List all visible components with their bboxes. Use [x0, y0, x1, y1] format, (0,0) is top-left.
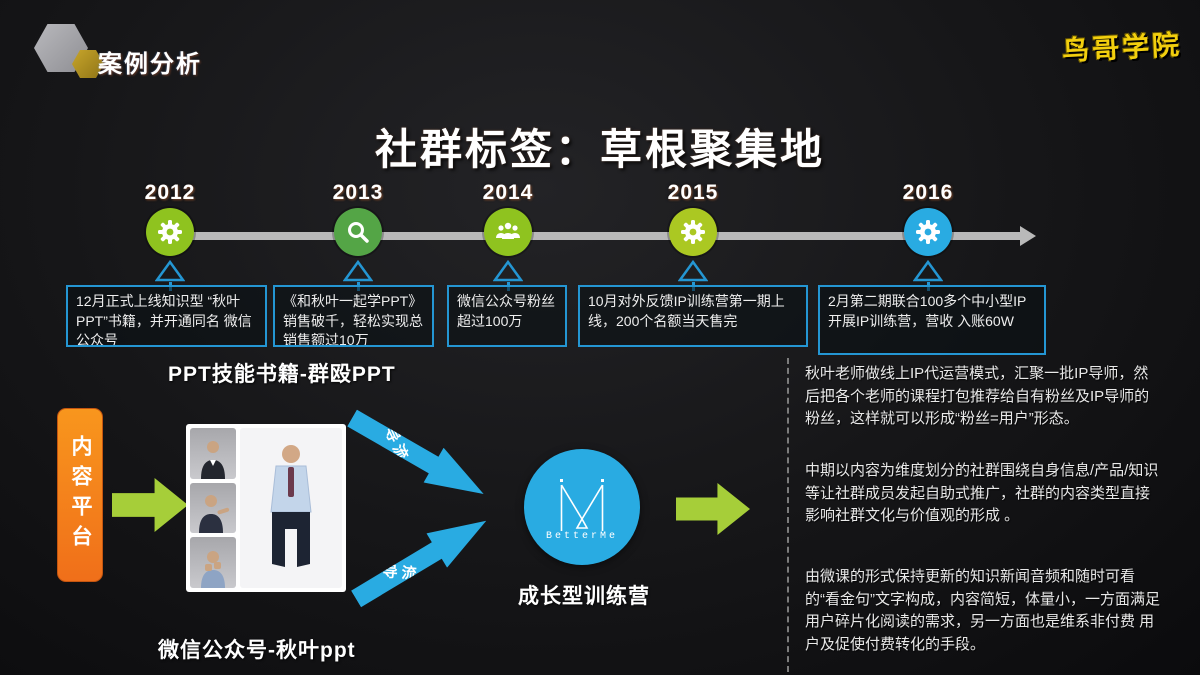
- brand-logo: 鸟哥学院: [1061, 29, 1183, 67]
- wechat-account-label: 微信公众号-秋叶ppt: [158, 639, 356, 662]
- betterme-logo-badge: BetterMe: [524, 449, 640, 565]
- analysis-paragraph-3: 由微课的形式保持更新的知识新闻音频和随时可看的“看金句”文字构成，内容简短，体量…: [805, 568, 1160, 653]
- year-label: 2014: [482, 181, 534, 204]
- slide-title: 社群标签：草根聚集地: [374, 126, 825, 173]
- traffic-arrow-top-label: 导流: [381, 424, 413, 466]
- section-label: 案例分析: [98, 51, 202, 78]
- traffic-arrow-bottom-label: 导流: [381, 562, 421, 583]
- triangle-pointer-icon: [493, 260, 523, 282]
- triangle-pointer-icon: [678, 260, 708, 282]
- traffic-arrow-top: 导流: [342, 401, 494, 512]
- gear-icon: [669, 208, 717, 256]
- photo-column: [190, 428, 236, 589]
- year-label: 2013: [332, 181, 384, 204]
- milestone-2014: 2014: [448, 180, 568, 291]
- content-platform-label: 内容平台: [69, 435, 92, 555]
- content-platform-box: 内容平台: [57, 408, 103, 582]
- event-box-2013: 《和秋叶一起学PPT》销售破千，轻松实现总销售额过10万: [273, 285, 434, 347]
- photo-gesture: [190, 537, 236, 589]
- milestone-2013: 2013: [298, 180, 418, 291]
- search-icon: [334, 208, 382, 256]
- analysis-paragraph-1: 秋叶老师做线上IP代运营模式，汇聚一批IP导师，然后把各个老师的课程打包推荐给自…: [805, 365, 1150, 427]
- triangle-pointer-icon: [343, 260, 373, 282]
- milestone-2015: 2015: [633, 180, 753, 291]
- triangle-pointer-icon: [155, 260, 185, 282]
- event-box-2015: 10月对外反馈IP训练营第一期上线，200个名额当天售完: [578, 285, 808, 347]
- green-arrow-right-icon: [676, 483, 750, 535]
- hexagon-decoration-gold: [72, 50, 104, 78]
- milestone-2012: 2012: [110, 180, 230, 291]
- gear-icon: [904, 208, 952, 256]
- qiuye-photo-collage: [186, 424, 346, 592]
- photo-standing: [240, 428, 342, 588]
- milestone-2016: 2016: [868, 180, 988, 291]
- timeline-arrowhead-icon: [1020, 226, 1036, 246]
- triangle-pointer-icon: [913, 260, 943, 282]
- green-arrow-right-icon: [112, 478, 188, 532]
- event-box-2016: 2月第二期联合100多个中小型IP开展IP训练营，营收 入账60W: [818, 285, 1046, 355]
- analysis-paragraph-2: 中期以内容为维度划分的社群围绕自身信息/产品/知识等让社群成员发起自助式推广，社…: [805, 462, 1159, 524]
- betterme-logo-text: BetterMe: [545, 530, 618, 542]
- training-camp-label: 成长型训练营: [518, 585, 650, 608]
- event-box-2014: 微信公众号粉丝超过100万: [447, 285, 567, 347]
- photo-pointing: [190, 482, 236, 534]
- gear-icon: [146, 208, 194, 256]
- year-label: 2016: [902, 181, 954, 204]
- year-label: 2015: [667, 181, 719, 204]
- year-label: 2012: [144, 181, 196, 204]
- event-box-2012: 12月正式上线知识型 “秋叶PPT”书籍，并开通同名 微信公众号: [66, 285, 267, 347]
- traffic-arrow-bottom: 导流: [346, 504, 497, 617]
- timeline-bar: [170, 232, 1022, 240]
- people-icon: [484, 208, 532, 256]
- photo-suit: [190, 428, 236, 479]
- betterme-logo-icon: [560, 478, 604, 531]
- dashed-divider: [787, 358, 789, 672]
- book-series-label: PPT技能书籍-群殴PPT: [168, 363, 396, 386]
